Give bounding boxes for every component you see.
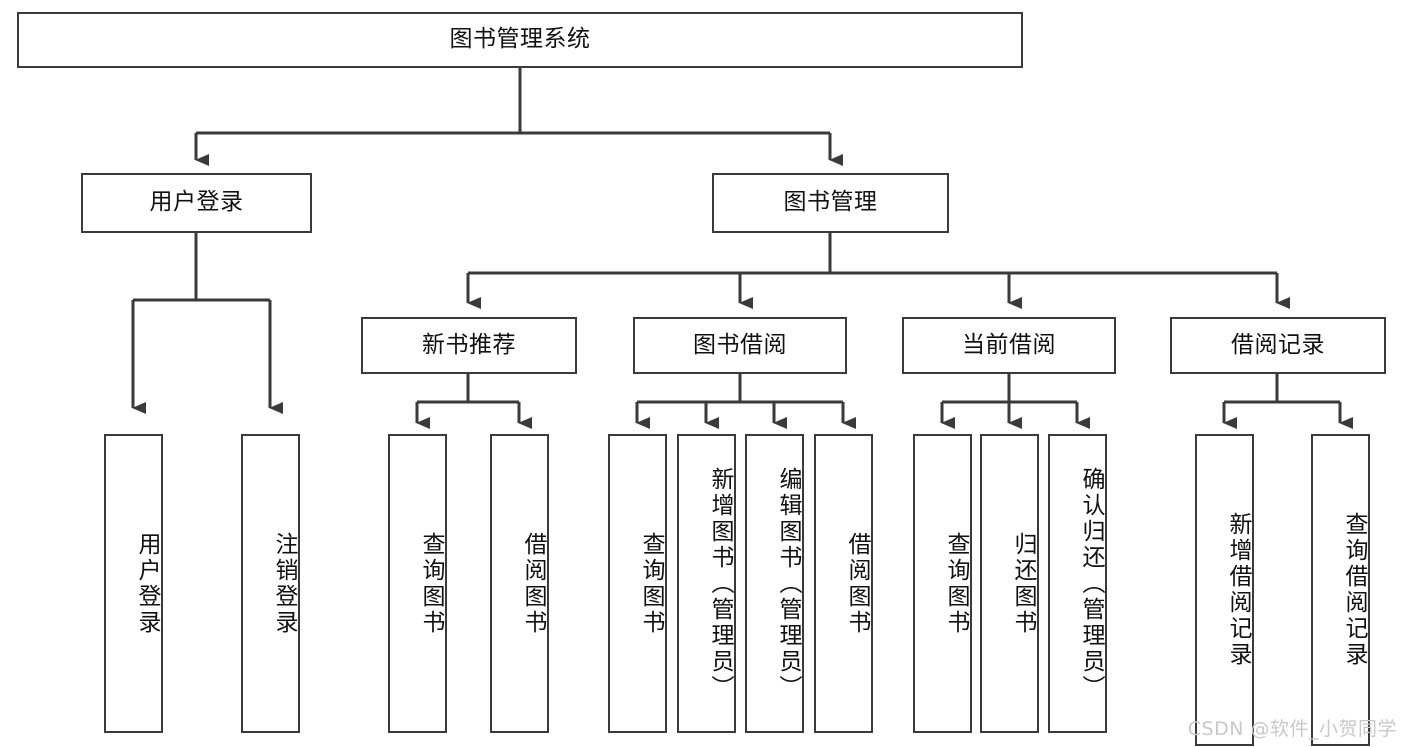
leaf-query-books-recommend[interactable]: 查询图书 (388, 434, 447, 733)
node-label: 确认归还（管理员） (1078, 466, 1104, 701)
leaf-edit-book-admin[interactable]: 编辑图书（管理员） (745, 434, 804, 733)
node-label: 用户登录 (134, 531, 160, 636)
node-label: 新增图书（管理员） (707, 466, 733, 701)
leaf-add-borrow-record[interactable]: 新增借阅记录 (1195, 434, 1254, 746)
node-label: 查询图书 (638, 531, 664, 636)
node-label: 用户登录 (149, 189, 244, 216)
node-label: 归还图书 (1010, 531, 1036, 636)
node-label: 查询图书 (418, 531, 444, 636)
node-label: 新书推荐 (422, 331, 516, 358)
leaf-query-books-borrow[interactable]: 查询图书 (608, 434, 667, 733)
node-book-management[interactable]: 图书管理 (712, 173, 949, 233)
leaf-borrow-books-recommend[interactable]: 借阅图书 (490, 434, 549, 733)
node-label: 注销登录 (271, 531, 297, 636)
leaf-borrow-books[interactable]: 借阅图书 (814, 434, 873, 733)
leaf-user-login[interactable]: 用户登录 (104, 434, 163, 733)
node-label: 编辑图书（管理员） (775, 466, 801, 701)
node-current-borrowing[interactable]: 当前借阅 (902, 317, 1116, 374)
leaf-logout[interactable]: 注销登录 (241, 434, 300, 733)
node-label: 图书管理 (783, 189, 878, 216)
node-label: 图书借阅 (693, 331, 787, 358)
node-label: 借阅记录 (1231, 331, 1325, 358)
leaf-query-borrow-record[interactable]: 查询借阅记录 (1311, 434, 1370, 746)
node-user-login[interactable]: 用户登录 (81, 173, 312, 233)
node-label: 借阅图书 (520, 531, 546, 636)
leaf-confirm-return-admin[interactable]: 确认归还（管理员） (1048, 434, 1107, 733)
node-label: 借阅图书 (844, 531, 870, 636)
node-label: 新增借阅记录 (1225, 512, 1251, 668)
node-new-book-recommendation[interactable]: 新书推荐 (361, 317, 577, 374)
leaf-return-books[interactable]: 归还图书 (980, 434, 1039, 733)
node-label: 查询借阅记录 (1341, 512, 1367, 668)
node-book-borrowing[interactable]: 图书借阅 (633, 317, 847, 374)
leaf-query-books-current[interactable]: 查询图书 (913, 434, 972, 733)
node-root-book-management-system[interactable]: 图书管理系统 (17, 12, 1023, 68)
leaf-add-book-admin[interactable]: 新增图书（管理员） (677, 434, 736, 733)
node-label: 当前借阅 (962, 331, 1056, 358)
node-borrowing-records[interactable]: 借阅记录 (1170, 317, 1386, 374)
node-label: 图书管理系统 (449, 26, 591, 53)
node-label: 查询图书 (943, 531, 969, 636)
